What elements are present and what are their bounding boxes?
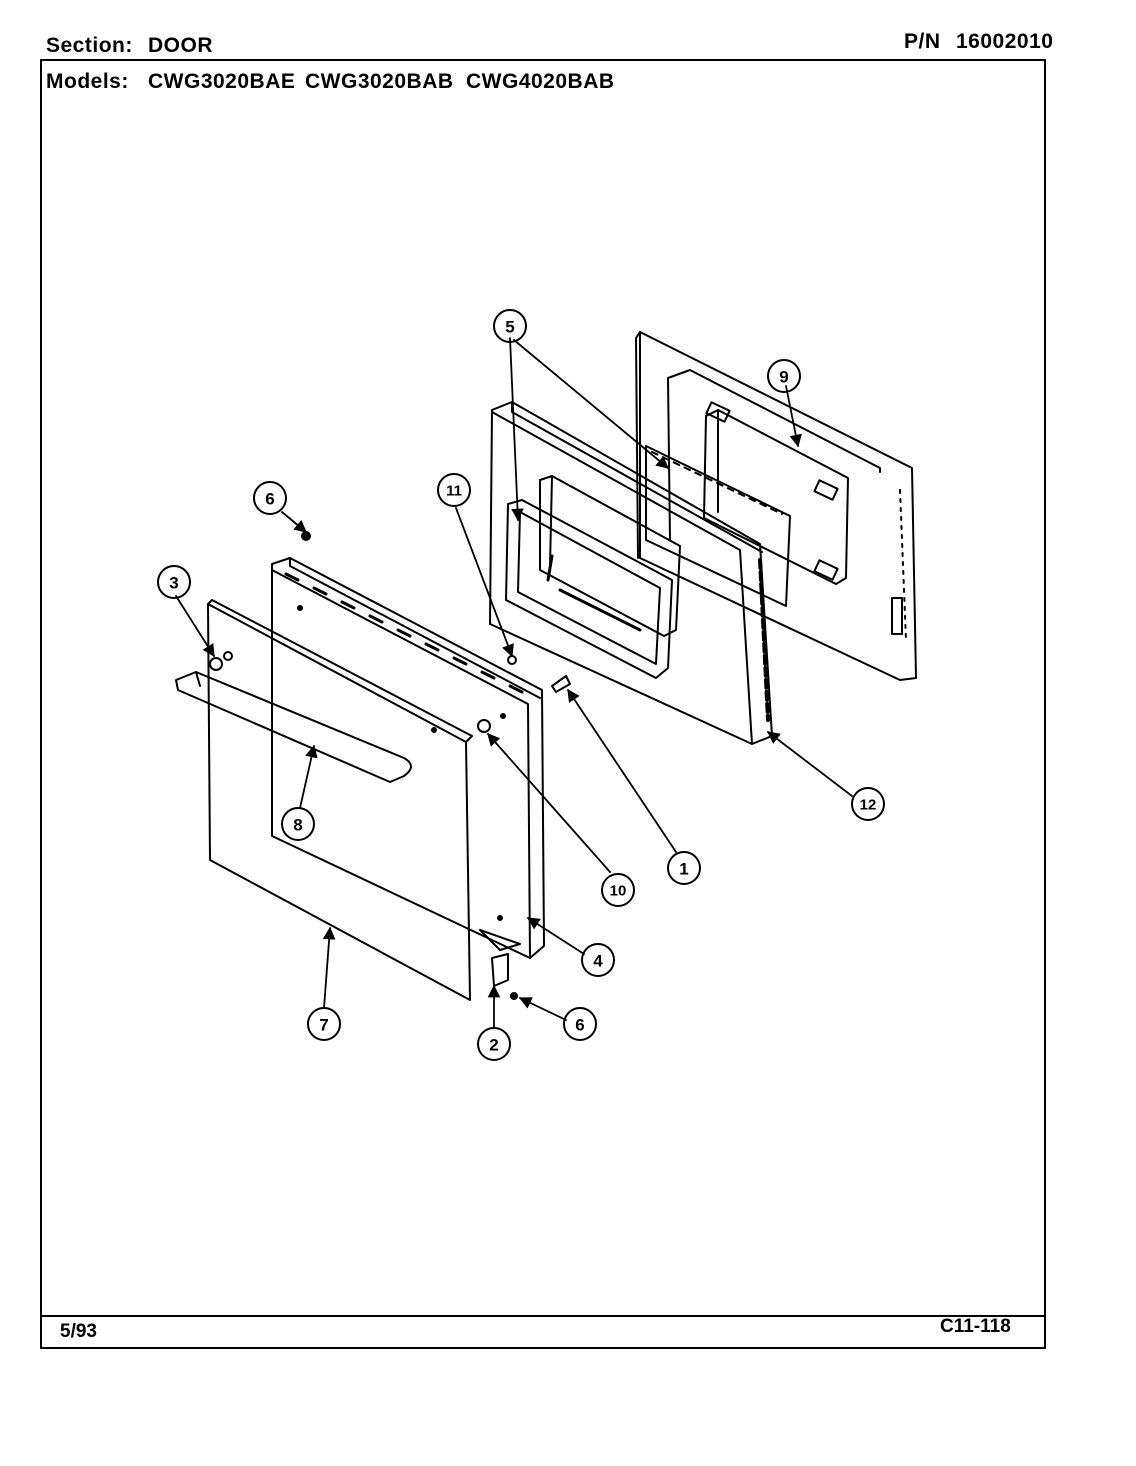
handle-mount-screw bbox=[477, 719, 491, 733]
model-name: CWG3020BAB bbox=[305, 70, 454, 93]
callout-number: 7 bbox=[319, 1016, 328, 1035]
section-label: Section: bbox=[46, 34, 133, 57]
inner-door-frame bbox=[271, 557, 545, 959]
glass-pane bbox=[645, 445, 791, 607]
callout-circle bbox=[477, 1027, 511, 1061]
callout-number: 10 bbox=[610, 883, 627, 900]
callout-number: 2 bbox=[489, 1036, 498, 1055]
callout-number: 9 bbox=[779, 368, 788, 387]
door-liner bbox=[489, 401, 773, 745]
callout-circle bbox=[581, 943, 615, 977]
handle-mount-screw bbox=[223, 651, 233, 661]
part-number-label: P/N bbox=[904, 30, 941, 53]
callout-circle bbox=[253, 481, 287, 515]
callout-circle bbox=[493, 309, 527, 343]
callout-circle bbox=[767, 359, 801, 393]
footer-divider bbox=[40, 1315, 1046, 1317]
callout-circle bbox=[851, 787, 885, 821]
models-label: Models: bbox=[46, 70, 129, 93]
outer-door-panel bbox=[207, 599, 473, 1001]
screw bbox=[510, 992, 518, 1000]
callout-circle bbox=[307, 1007, 341, 1041]
screw bbox=[301, 531, 311, 541]
leader-lines bbox=[175, 337, 853, 1029]
callout-circle bbox=[157, 565, 191, 599]
callout-number: 5 bbox=[505, 318, 514, 337]
callout-number: 12 bbox=[860, 797, 877, 814]
section-value: DOOR bbox=[148, 34, 213, 57]
callout-number: 8 bbox=[293, 816, 302, 835]
callout-circle bbox=[563, 1007, 597, 1041]
model-name: CWG3020BAE bbox=[148, 70, 296, 93]
rear-inner-panel bbox=[635, 331, 917, 681]
callout-circle bbox=[667, 851, 701, 885]
callout-number: 3 bbox=[169, 574, 178, 593]
callout-number: 1 bbox=[679, 860, 688, 879]
hinge-bracket bbox=[491, 953, 509, 987]
callout-number: 4 bbox=[593, 952, 603, 971]
diagram-frame bbox=[40, 59, 1046, 1349]
door-handle bbox=[175, 671, 412, 783]
page-code: C11-118 bbox=[940, 1316, 1011, 1337]
model-name: CWG4020BAB bbox=[466, 70, 615, 93]
revision-date: 5/93 bbox=[60, 1321, 97, 1342]
screw bbox=[507, 655, 517, 665]
callout-circle bbox=[601, 873, 635, 907]
callout-number: 11 bbox=[446, 483, 462, 500]
callout-number: 6 bbox=[265, 490, 274, 509]
callout-circle bbox=[281, 807, 315, 841]
callout-number: 6 bbox=[575, 1016, 584, 1035]
handle-mount-screw bbox=[209, 657, 223, 671]
callout-circle bbox=[437, 473, 471, 507]
hinge-bushing bbox=[551, 675, 571, 693]
part-number-value: 16002010 bbox=[956, 30, 1054, 53]
